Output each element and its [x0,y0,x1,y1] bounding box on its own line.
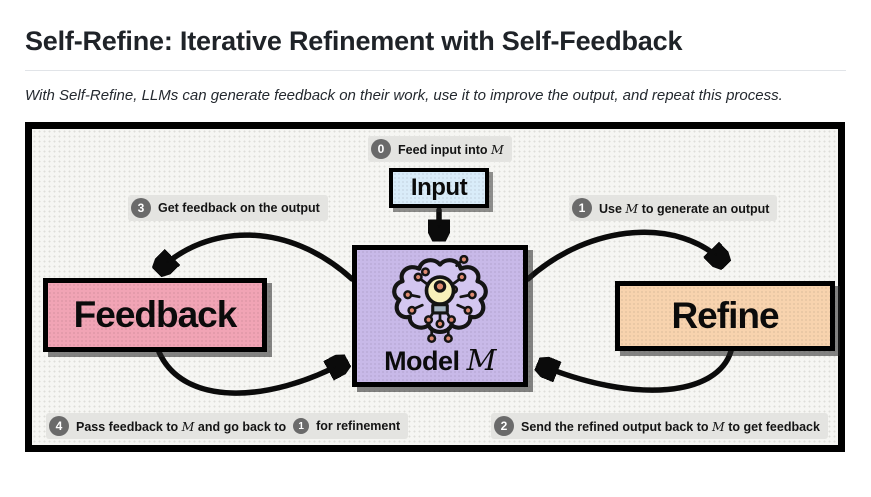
script-m-symbol: M [491,141,504,157]
script-m-symbol: M [181,418,195,434]
step-label-1: 1 Use M to generate an output [569,195,778,221]
refine-node: Refine [615,281,835,351]
arrow-model-to-refine [525,229,724,282]
step-text-3: Get feedback on the output [158,201,320,215]
feedback-node: Feedback [43,278,267,352]
input-node: Input [389,168,489,208]
step-badge-3: 3 [131,198,151,218]
step-text-2: Send the refined output back to M to get… [521,418,820,434]
model-node: Model M [352,245,528,387]
model-symbol: M [466,343,497,377]
input-label: Input [410,174,468,201]
step-badge-4: 4 [49,416,69,436]
step-text-4-pre: Pass feedback to M and go back to [76,418,287,434]
refine-label: Refine [671,295,779,336]
step-badge-1: 1 [572,198,592,218]
step-text-4-post: for refinement [316,419,401,433]
arrow-feedback-to-model [156,349,345,396]
step-label-0: 0 Feed input into M [368,136,512,162]
step-text-1: Use M to generate an output [599,200,770,216]
model-label-text: Model [384,346,460,376]
step-label-2: 2 Send the refined output back to M to g… [491,413,828,439]
arrow-refine-to-model [540,348,734,393]
model-label: Model M [384,345,496,376]
page-title: Self-Refine: Iterative Refinement with S… [25,26,683,56]
lightbulb-icon [424,275,456,315]
brain-circuit-icon [392,255,488,344]
step-label-3: 3 Get feedback on the output [128,195,328,221]
script-m-symbol: M [711,418,725,434]
page-subtitle: With Self-Refine, LLMs can generate feed… [25,87,783,104]
self-refine-diagram: 0 Feed input into M 3 Get feedback on th… [25,122,845,452]
title-divider [25,70,846,71]
feedback-label: Feedback [73,294,238,335]
step-badge-inline-1: 1 [293,418,310,434]
script-m-symbol: M [466,343,497,377]
step-text-0: Feed input into M [398,141,504,157]
step-label-4: 4 Pass feedback to M and go back to 1 fo… [46,413,409,439]
step-badge-0: 0 [371,139,391,159]
script-m-symbol: M [625,200,639,216]
step-badge-2: 2 [494,416,514,436]
arrow-model-to-feedback [159,232,355,282]
article-page: Self-Refine: Iterative Refinement with S… [0,25,871,452]
